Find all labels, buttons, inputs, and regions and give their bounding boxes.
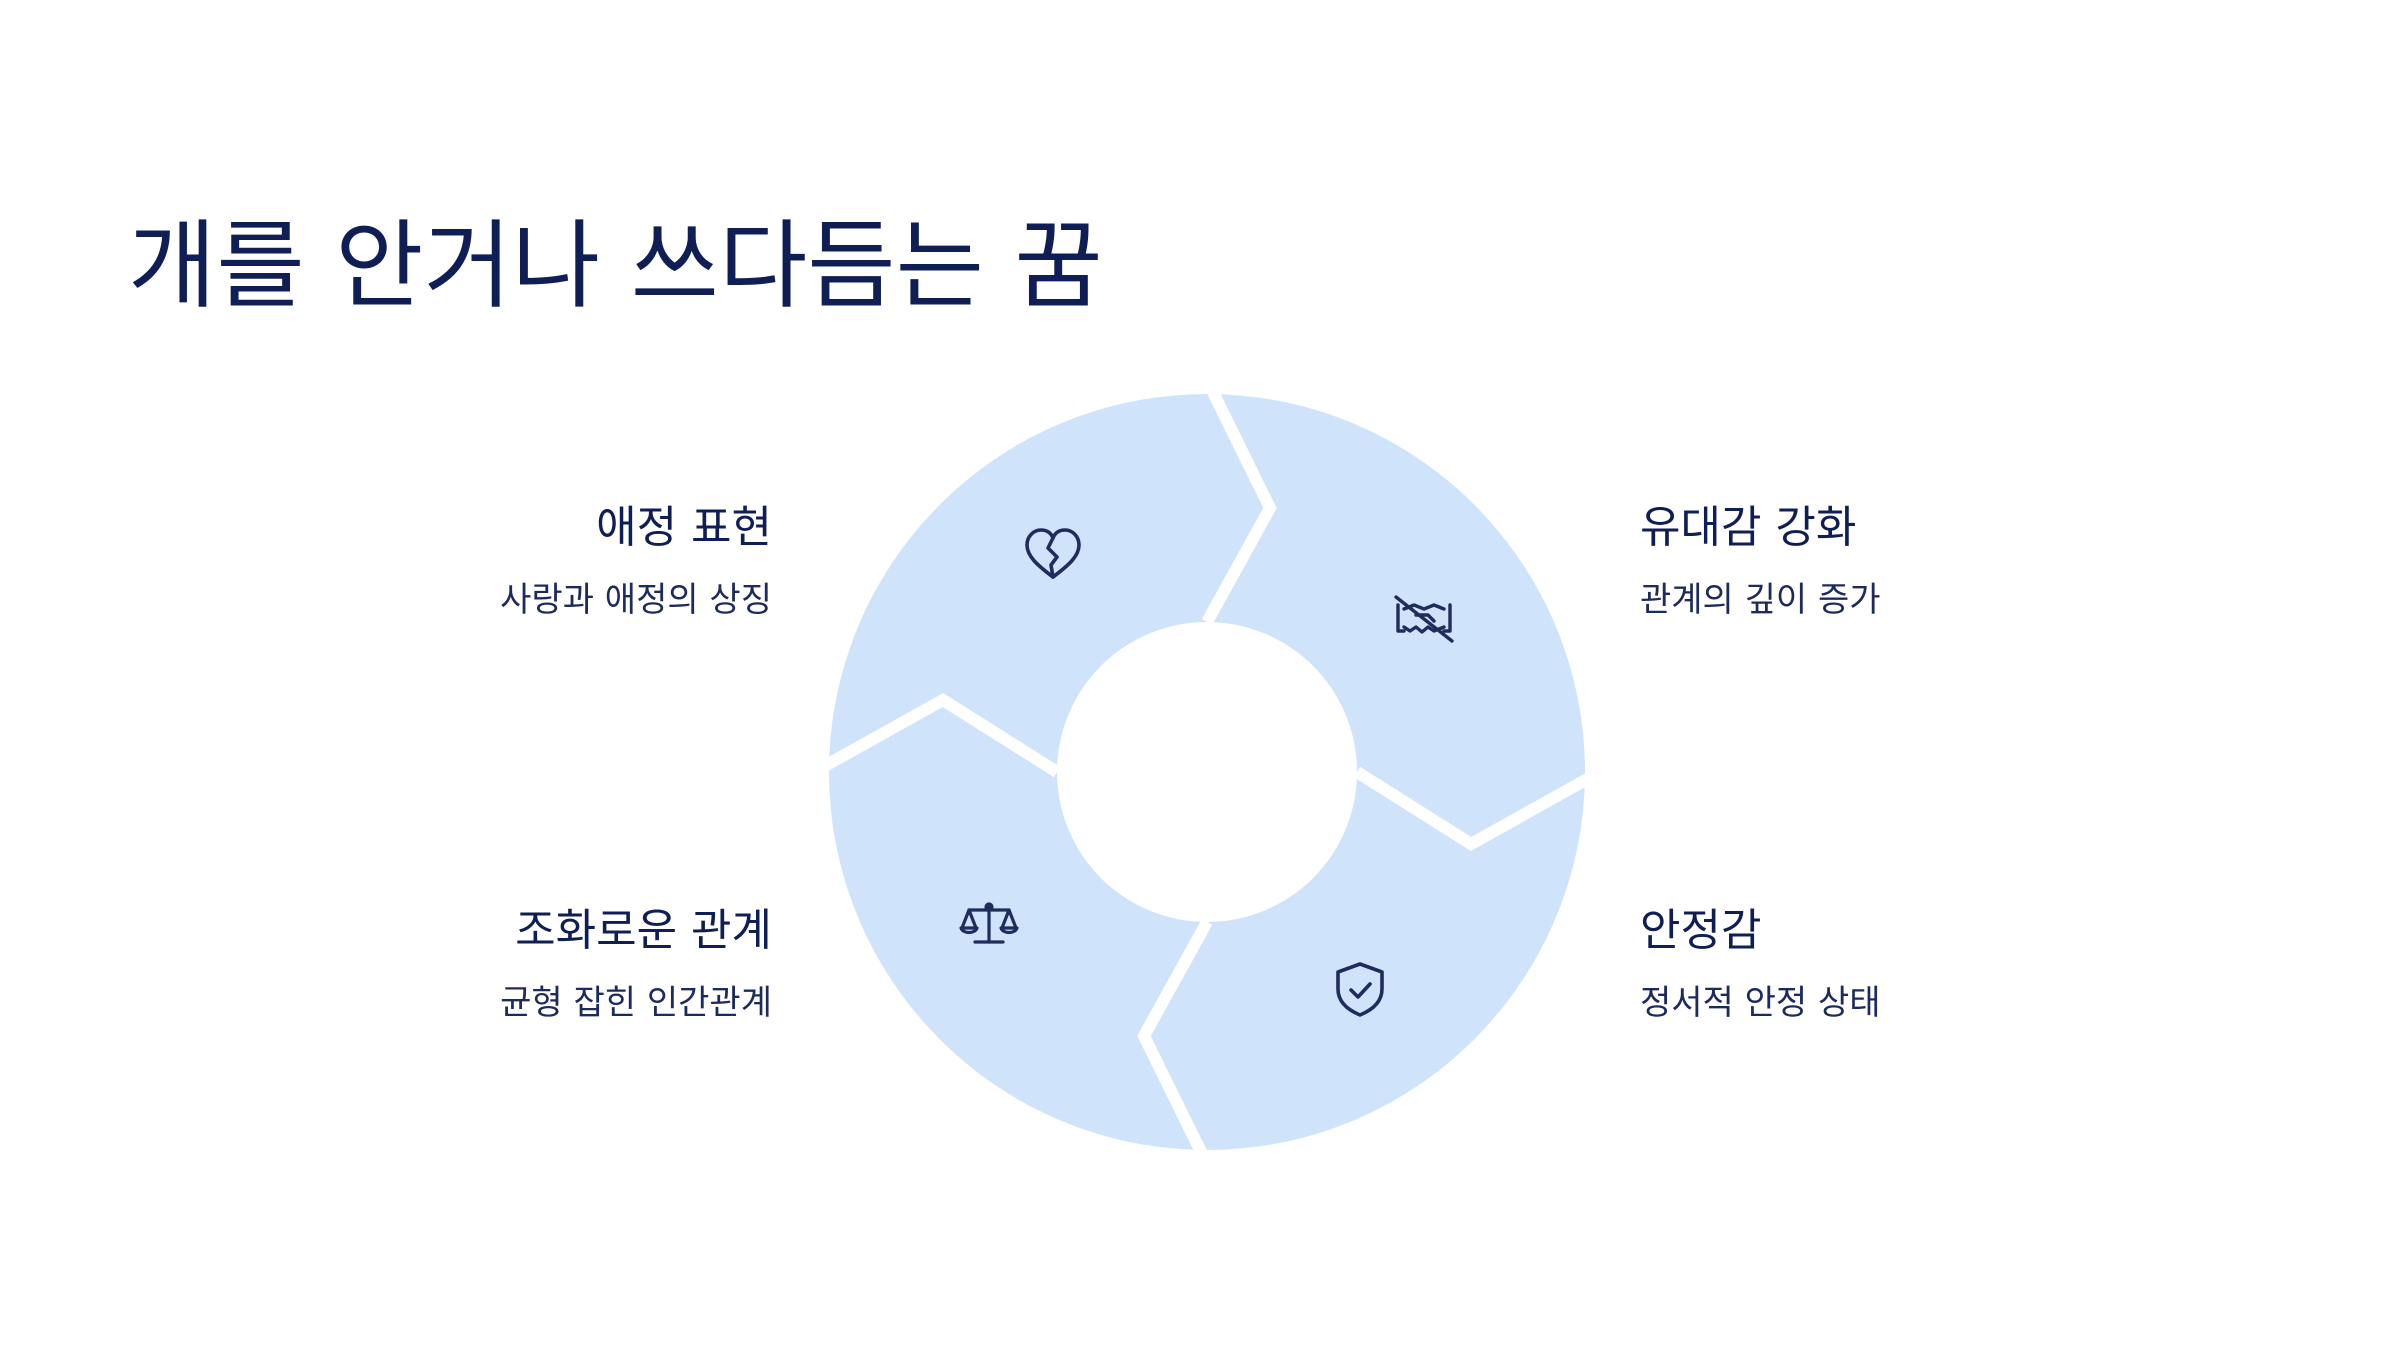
label-title-harmony: 조화로운 관계 xyxy=(515,905,772,956)
segment-handshake xyxy=(1207,394,1585,844)
label-title-bond: 유대감 강화 xyxy=(1640,502,1857,553)
label-title-affection: 애정 표현 xyxy=(596,502,772,553)
label-title-stability: 안정감 xyxy=(1640,905,1762,956)
label-desc-bond: 관계의 깊이 증가 xyxy=(1640,580,1881,620)
label-desc-harmony: 균형 잡힌 인간관계 xyxy=(500,983,772,1023)
label-desc-affection: 사랑과 애정의 상징 xyxy=(500,580,772,620)
segment-heart xyxy=(829,394,1270,772)
label-affection: 애정 표현 사랑과 애정의 상징 xyxy=(352,500,772,622)
heart-icon xyxy=(1025,528,1081,579)
segment-scale xyxy=(829,700,1207,1150)
label-stability: 안정감 정서적 안정 상태 xyxy=(1640,903,2060,1025)
shield-check-icon xyxy=(1336,962,1384,1017)
scale-icon xyxy=(959,902,1019,944)
page-title: 개를 안거나 쓰다듬는 꿈 xyxy=(128,210,1103,322)
segment-separators xyxy=(811,377,1603,1167)
separator-right xyxy=(1353,766,1603,851)
separator-bottom xyxy=(1137,919,1213,1167)
label-bond: 유대감 강화 관계의 깊이 증가 xyxy=(1640,500,2060,622)
separator-left xyxy=(811,693,1061,778)
handshake-icon xyxy=(1394,595,1454,643)
segment-shield xyxy=(1144,772,1585,1150)
label-desc-stability: 정서적 안정 상태 xyxy=(1640,983,1881,1023)
donut-ring xyxy=(829,394,1585,1150)
label-harmony: 조화로운 관계 균형 잡힌 인간관계 xyxy=(352,903,772,1025)
separator-top xyxy=(1201,377,1277,625)
